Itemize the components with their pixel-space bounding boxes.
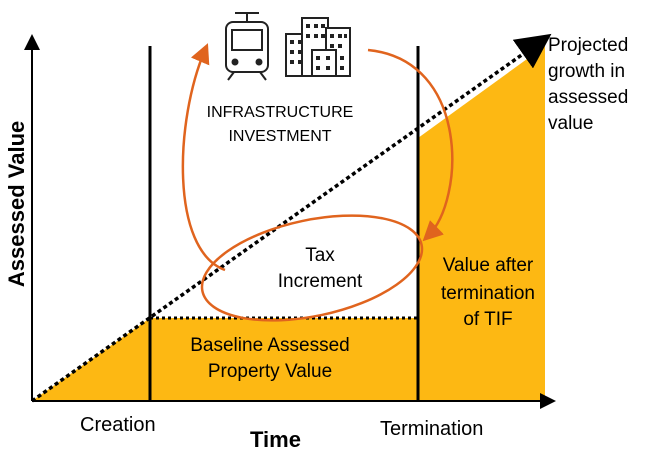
tax-increment-label-line2: Increment [277,271,363,292]
baseline-label-line1: Baseline Assessed [190,335,350,356]
infrastructure-label-line1: INFRASTRUCTURE [206,104,354,121]
projected-growth-line [30,33,552,403]
after-termination-label-line1: Value after [442,255,534,276]
termination-label: Termination [380,418,484,440]
x-axis-label: Time [250,427,301,452]
y-axis-label: Assessed Value [3,120,29,288]
baseline-label-line2: Property Value [207,361,333,382]
train-icon [225,12,269,81]
after-termination-label-line2: termination [441,283,535,304]
tax-increment-label-line1: Tax [305,245,335,266]
infrastructure-label-line2: INVESTMENT [228,128,332,145]
cycle-arrow-left [181,43,226,272]
building-windows [290,24,347,70]
after-termination-label-line3: of TIF [463,309,513,330]
creation-label: Creation [80,414,156,436]
projected-label-line1: Projected [548,35,629,56]
tax-increment-oval [200,214,424,322]
projected-label-line4: value [548,113,594,134]
projected-label-line3: assessed [548,87,629,108]
baseline-value-area [150,318,418,401]
cycle-arrow-right [367,48,454,242]
projected-label-line2: growth in [548,61,626,82]
